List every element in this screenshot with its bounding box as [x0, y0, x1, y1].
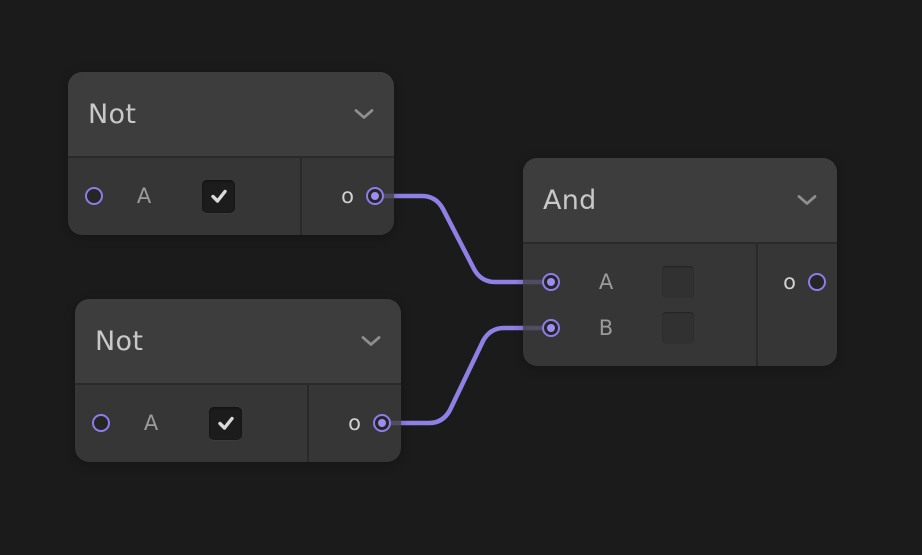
check-icon — [210, 189, 227, 203]
chevron-down-icon[interactable] — [353, 107, 375, 121]
input-port-a[interactable] — [542, 273, 560, 291]
port-label: A — [143, 411, 159, 435]
node-header[interactable]: And — [523, 158, 837, 244]
output-row-o: o — [309, 400, 401, 446]
output-row-o: o — [302, 173, 394, 219]
port-label: o — [348, 411, 361, 435]
node-header[interactable]: Not — [68, 72, 394, 158]
port-label: B — [598, 316, 614, 340]
node-header[interactable]: Not — [75, 299, 401, 385]
node-outputs: o — [300, 158, 394, 235]
node-not-2[interactable]: Not A — [75, 299, 401, 462]
node-title: And — [543, 184, 597, 216]
port-label: A — [598, 270, 614, 294]
input-row-a: A — [68, 173, 300, 219]
checkbox-input-a[interactable] — [209, 406, 242, 440]
node-not-1[interactable]: Not A — [68, 72, 394, 235]
chevron-down-icon[interactable] — [796, 193, 818, 207]
node-outputs: o — [307, 385, 401, 462]
node-title: Not — [88, 98, 137, 130]
input-port-b[interactable] — [542, 319, 560, 337]
port-label: o — [341, 184, 354, 208]
input-port-a[interactable] — [92, 414, 110, 432]
node-outputs: o — [756, 244, 837, 366]
output-port-o[interactable] — [373, 414, 391, 432]
port-label: A — [136, 184, 152, 208]
output-row-o: o — [758, 259, 837, 305]
node-and-1[interactable]: And A B — [523, 158, 837, 366]
output-port-o[interactable] — [366, 187, 384, 205]
input-row-b: B — [523, 305, 756, 351]
node-title: Not — [95, 325, 144, 357]
node-inputs: A — [75, 385, 307, 462]
port-label: o — [783, 270, 796, 294]
input-port-a[interactable] — [85, 187, 103, 205]
node-inputs: A — [68, 158, 300, 235]
output-port-o[interactable] — [808, 273, 826, 291]
node-body: A o — [75, 385, 401, 462]
check-icon — [217, 416, 234, 430]
node-inputs: A B — [523, 244, 756, 366]
node-body: A B o — [523, 244, 837, 366]
checkbox-input-b — [662, 312, 694, 344]
input-row-a: A — [75, 400, 307, 446]
chevron-down-icon[interactable] — [360, 334, 382, 348]
input-row-a: A — [523, 259, 756, 305]
checkbox-input-a — [662, 266, 694, 298]
checkbox-input-a[interactable] — [202, 179, 235, 213]
node-body: A o — [68, 158, 394, 235]
